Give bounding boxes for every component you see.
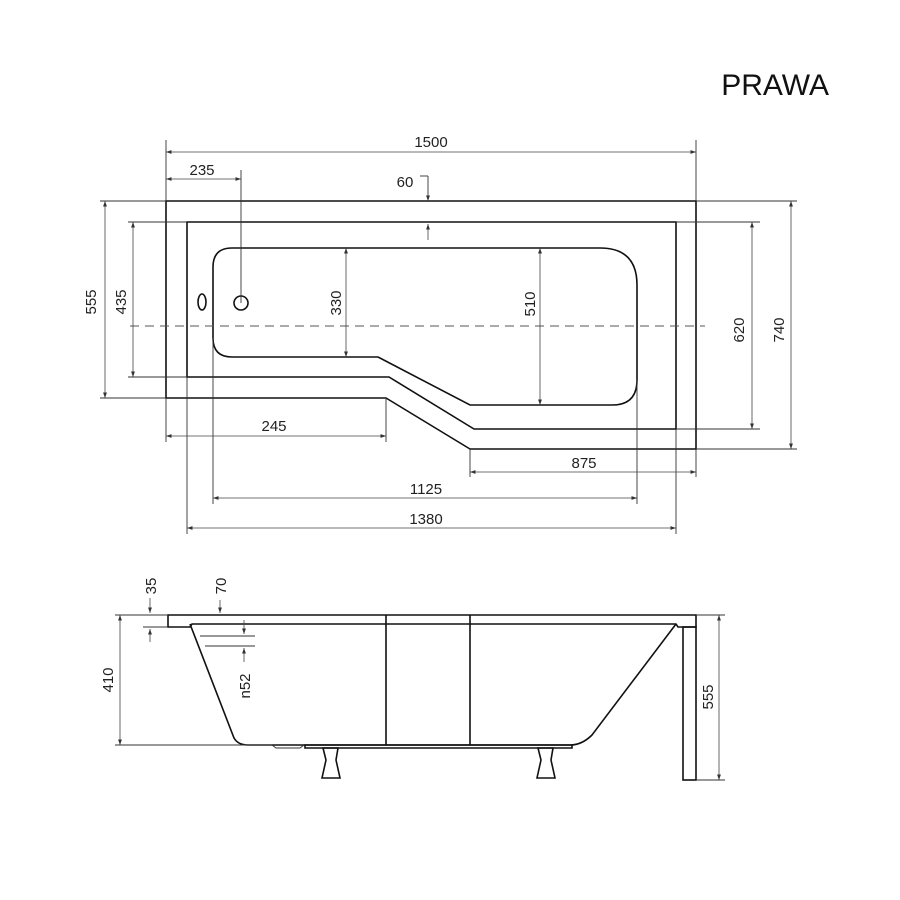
dim-label-235: 235	[189, 162, 214, 179]
dim-label-620: 620	[731, 317, 748, 342]
foot-right	[536, 747, 556, 779]
side-extension-lines	[115, 614, 725, 781]
dim-label-35: 35	[143, 578, 160, 595]
dim-label-70: 70	[213, 578, 230, 595]
overflow-hole	[197, 293, 207, 311]
dim-label-875: 875	[571, 455, 596, 472]
tub-outer-outline	[165, 200, 697, 450]
dim-label-1500: 1500	[414, 134, 447, 151]
dim-label-740: 740	[771, 317, 788, 342]
dim-label-n52: n52	[237, 673, 254, 698]
basin-outline	[212, 247, 638, 406]
dim-label-330: 330	[328, 290, 345, 315]
support-frame	[304, 744, 573, 749]
page-title: PRAWA	[721, 69, 829, 102]
dim-label-435: 435	[113, 289, 130, 314]
dim-label-510: 510	[522, 291, 539, 316]
dim-label-555-top: 555	[83, 289, 100, 314]
tub-rim-profile	[167, 614, 697, 628]
dim-label-1125: 1125	[410, 481, 442, 498]
dim-label-1380: 1380	[409, 511, 442, 528]
front-panel-leg	[682, 626, 697, 781]
tub-body-profile	[189, 623, 677, 746]
dim-label-60: 60	[397, 174, 414, 191]
extension-lines	[100, 140, 797, 534]
dim-label-245: 245	[261, 418, 286, 435]
foot-left	[321, 747, 341, 779]
top-view: 1500 235 60 555 435 330 510 620 740 245 …	[83, 134, 797, 534]
dim-label-555-side: 555	[700, 684, 717, 709]
dim-label-410: 410	[100, 667, 117, 692]
side-view: 35 70 n52 410 555	[100, 578, 725, 781]
tub-bottom-shell	[248, 744, 305, 749]
